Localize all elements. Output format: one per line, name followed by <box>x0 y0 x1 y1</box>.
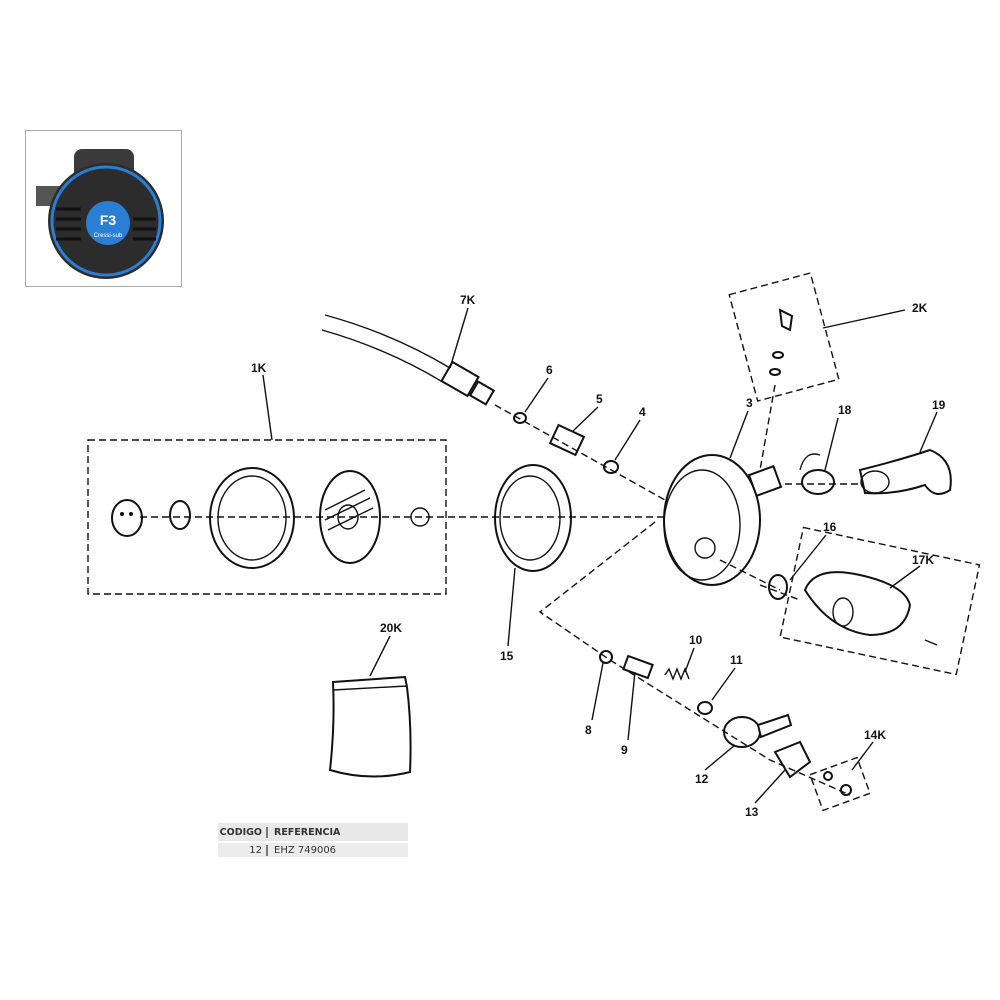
label-3: 3 <box>746 396 753 410</box>
clamp-18 <box>799 453 835 495</box>
oring-6 <box>513 412 527 424</box>
assembly-axes <box>140 384 860 796</box>
poppet-9 <box>622 654 654 680</box>
label-19: 19 <box>932 398 946 412</box>
product-photo: F3 Cressi-sub <box>25 130 182 287</box>
diaphragm-15 <box>494 464 572 572</box>
cell-code: 12 <box>218 844 268 856</box>
spring-10 <box>664 667 690 681</box>
oring-11 <box>697 701 713 715</box>
oring-4 <box>603 460 619 474</box>
label-16: 16 <box>823 520 837 534</box>
header-codigo: CODIGO <box>218 826 268 838</box>
cover-17k <box>803 571 938 646</box>
label-11: 11 <box>730 653 743 667</box>
label-7k: 7K <box>460 293 476 307</box>
label-8: 8 <box>585 723 592 737</box>
label-13: 13 <box>745 805 759 819</box>
label-15: 15 <box>500 649 514 663</box>
reference-table: CODIGO REFERENCIA 12 EHZ 749006 <box>218 823 408 857</box>
label-6: 6 <box>546 363 553 377</box>
label-14k: 14K <box>864 728 886 742</box>
table-row: 12 EHZ 749006 <box>218 843 408 857</box>
brand-logo: Cressi-sub <box>94 233 123 239</box>
header-referencia: REFERENCIA <box>274 826 341 838</box>
hose-7k <box>321 314 496 406</box>
label-17k: 17K <box>912 553 934 567</box>
fitting-5 <box>548 423 586 457</box>
lever-12 <box>723 713 793 748</box>
mouthpiece-19 <box>858 448 952 495</box>
leader-lines <box>262 307 938 804</box>
valve-16 <box>768 574 788 600</box>
cell-ref: EHZ 749006 <box>274 844 337 856</box>
label-2k: 2K <box>912 301 928 315</box>
label-20k: 20K <box>380 621 402 635</box>
product-badge: F3 <box>100 212 117 228</box>
part-1k <box>111 467 430 569</box>
label-18: 18 <box>838 403 852 417</box>
part-2k <box>769 308 794 376</box>
housing-3 <box>663 454 783 586</box>
label-5: 5 <box>596 392 603 406</box>
regulator-photo: F3 Cressi-sub <box>36 149 164 279</box>
adjuster-13 <box>773 740 812 779</box>
label-12: 12 <box>695 772 709 786</box>
label-4: 4 <box>639 405 646 419</box>
label-10: 10 <box>689 633 703 647</box>
part-14k <box>823 771 852 796</box>
bag-20k <box>328 675 412 778</box>
label-9: 9 <box>621 743 628 757</box>
label-1k: 1K <box>251 361 267 375</box>
table-header: CODIGO REFERENCIA <box>218 823 408 841</box>
